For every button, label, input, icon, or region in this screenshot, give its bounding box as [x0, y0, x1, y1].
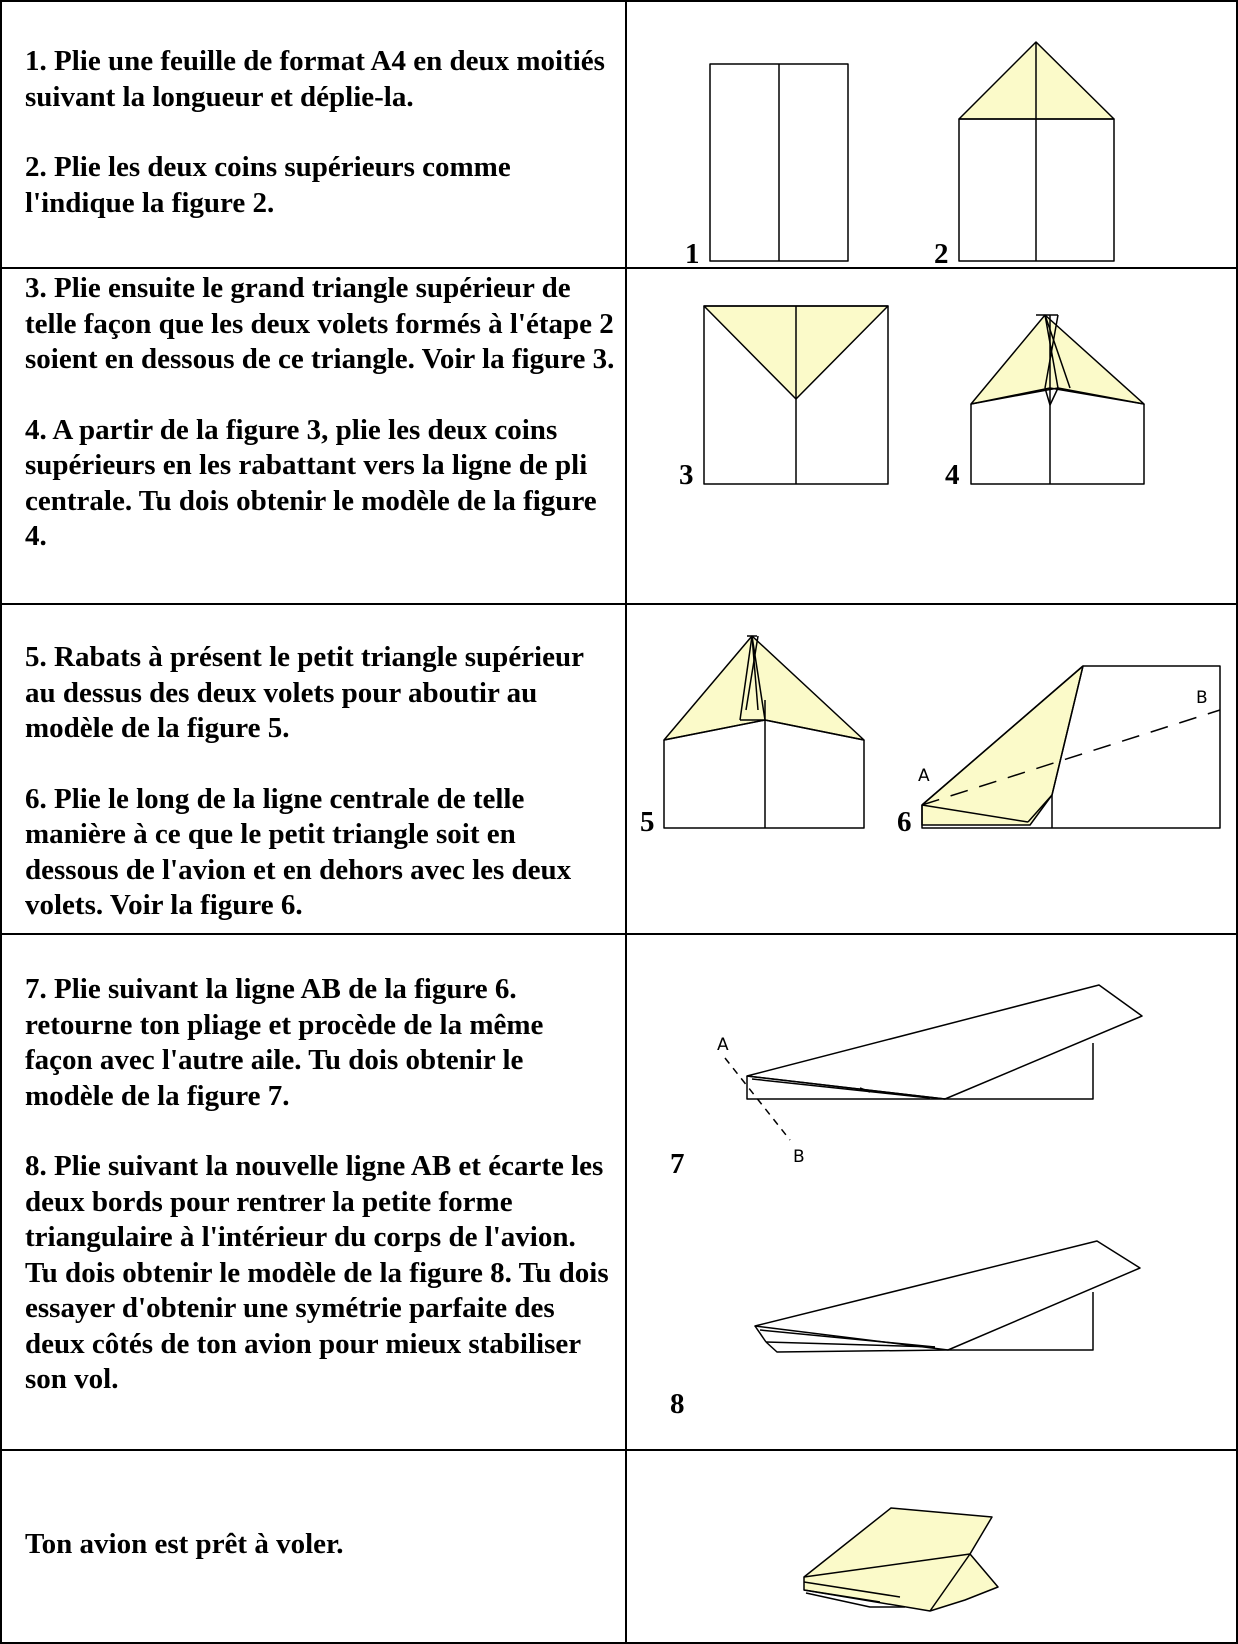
figure-1-number: 1	[685, 238, 700, 270]
step-3-paragraph: 3. Plie ensuite le grand triangle supéri…	[25, 272, 615, 375]
final-paragraph: Ton avion est prêt à voler.	[25, 1528, 344, 1560]
step-7-8-text: 7. Plie suivant la ligne AB de la figure…	[25, 972, 615, 1398]
figure-6-point-a-label: A	[918, 766, 930, 786]
figure-7-point-a-label: A	[717, 1035, 729, 1055]
final-text: Ton avion est prêt à voler.	[25, 1527, 615, 1563]
figure-7-point-b-label: B	[793, 1147, 805, 1167]
figure-6-number: 6	[897, 806, 912, 838]
final-plane-diagram	[803, 1507, 999, 1612]
figure-8-diagram	[754, 1240, 1141, 1353]
figure-3-diagram	[703, 305, 889, 485]
figure-4-number: 4	[945, 459, 960, 491]
figure-2-number: 2	[934, 238, 949, 270]
step-6-paragraph: 6. Plie le long de la ligne centrale de …	[25, 782, 572, 922]
figure-7-number: 7	[670, 1148, 685, 1180]
figure-8-number: 8	[670, 1388, 685, 1420]
step-5-paragraph: 5. Rabats à présent le petit triangle su…	[25, 641, 584, 744]
step-3-4-text: 3. Plie ensuite le grand triangle supéri…	[25, 271, 615, 555]
step-5-6-text: 5. Rabats à présent le petit triangle su…	[25, 640, 615, 924]
figure-7-diagram	[724, 984, 1143, 1141]
step-8-paragraph: 8. Plie suivant la nouvelle ligne AB et …	[25, 1150, 609, 1395]
figure-4-diagram	[970, 314, 1145, 485]
step-7-paragraph: 7. Plie suivant la ligne AB de la figure…	[25, 973, 544, 1112]
figure-5-diagram	[663, 635, 865, 829]
figure-5-number: 5	[640, 806, 655, 838]
step-1-2-text: 1. Plie une feuille de format A4 en deux…	[25, 44, 615, 221]
step-4-paragraph: 4. A partir de la figure 3, plie les deu…	[25, 413, 597, 553]
figure-3-number: 3	[679, 459, 694, 491]
figure-2-diagram	[958, 41, 1115, 262]
figure-6-diagram	[921, 665, 1221, 829]
step-2-paragraph: 2. Plie les deux coins supérieurs comme …	[25, 151, 511, 219]
figure-1-diagram	[709, 63, 849, 262]
step-1-paragraph: 1. Plie une feuille de format A4 en deux…	[25, 45, 605, 113]
figure-6-point-b-label: B	[1196, 688, 1208, 708]
